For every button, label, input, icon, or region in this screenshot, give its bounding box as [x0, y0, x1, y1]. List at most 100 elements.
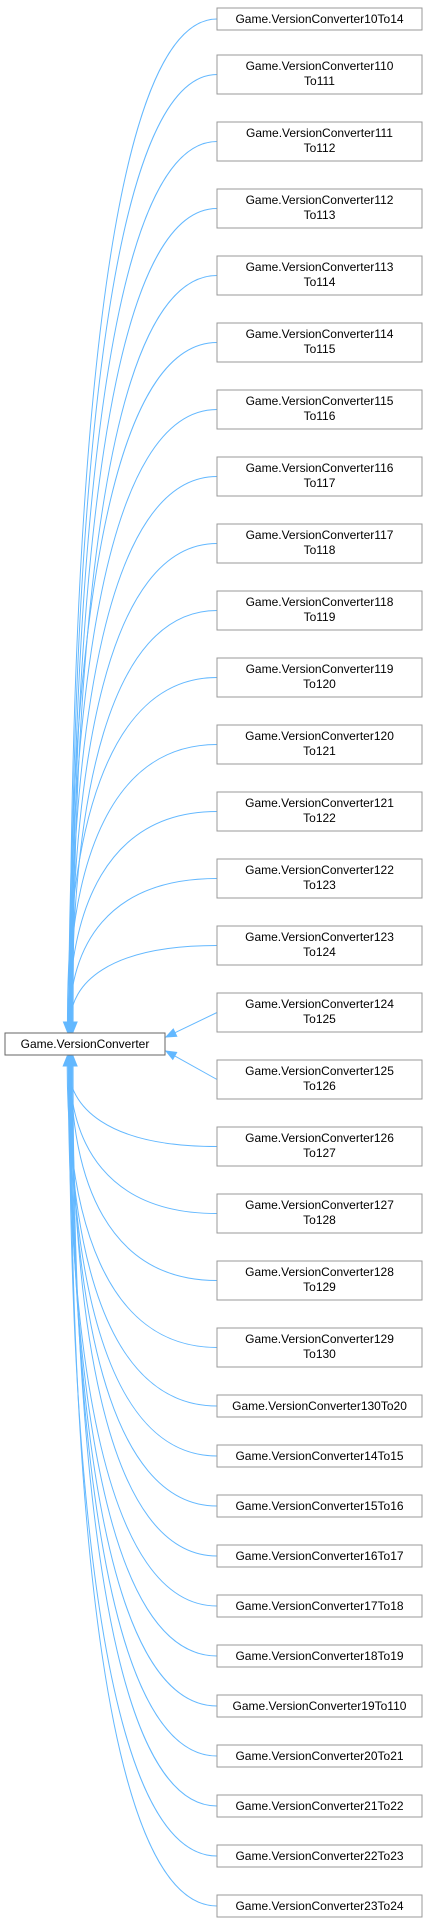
- derived-class-label: To123: [303, 878, 336, 892]
- derived-class-label: To113: [304, 208, 336, 222]
- derived-class-label: Game.VersionConverter126: [245, 1131, 394, 1145]
- derived-class-label: To126: [303, 1079, 336, 1093]
- derived-class-label: To118: [304, 543, 336, 557]
- derived-class-label: Game.VersionConverter21To22: [235, 1799, 403, 1813]
- derived-class-label: Game.VersionConverter118: [246, 595, 394, 609]
- derived-class-node[interactable]: Game.VersionConverter20To21: [216, 1744, 423, 1768]
- derived-class-node[interactable]: Game.VersionConverter130To20: [216, 1394, 423, 1418]
- inheritance-edge: [67, 1065, 218, 1407]
- inheritance-edge: [68, 1065, 218, 1857]
- derived-class-label: Game.VersionConverter23To24: [235, 1899, 403, 1913]
- inheritance-edge: [66, 677, 218, 1023]
- derived-class-label: Game.VersionConverter121: [245, 796, 394, 810]
- derived-class-label: To117: [304, 476, 336, 490]
- inheritance-edge: [67, 1065, 218, 1607]
- derived-class-label: Game.VersionConverter110: [246, 59, 394, 73]
- derived-class-label: Game.VersionConverter18To19: [235, 1649, 403, 1663]
- derived-class-node[interactable]: Game.VersionConverter19To110: [216, 1694, 423, 1718]
- derived-class-node[interactable]: Game.VersionConverter17To18: [216, 1594, 423, 1618]
- derived-class-label: To112: [304, 141, 336, 155]
- derived-class-node[interactable]: Game.VersionConverter22To23: [216, 1844, 423, 1868]
- inheritance-edge: [174, 1012, 218, 1034]
- arrowhead: [65, 1021, 76, 1034]
- derived-class-label: To119: [304, 610, 336, 624]
- derived-class-label: Game.VersionConverter112: [246, 193, 394, 207]
- derived-class-label: To128: [303, 1213, 336, 1227]
- derived-class-label: To130: [303, 1347, 336, 1361]
- inheritance-edge: [67, 1065, 218, 1147]
- derived-class-label: Game.VersionConverter22To23: [235, 1849, 403, 1863]
- derived-class-label: To114: [304, 275, 336, 289]
- derived-class-node[interactable]: Game.VersionConverter10To14: [216, 7, 423, 31]
- derived-class-label: To115: [304, 342, 336, 356]
- derived-class-node[interactable]: Game.VersionConverter23To24: [216, 1894, 423, 1918]
- derived-class-label: To111: [304, 74, 335, 88]
- derived-class-label: Game.VersionConverter128: [245, 1265, 394, 1279]
- inheritance-edge: [68, 342, 218, 1023]
- arrowhead: [65, 1054, 76, 1067]
- derived-class-label: Game.VersionConverter116: [246, 461, 394, 475]
- derived-class-label: To127: [303, 1146, 336, 1160]
- inheritance-edge: [71, 1065, 218, 1757]
- derived-class-node[interactable]: Game.VersionConverter14To15: [216, 1444, 423, 1468]
- inheritance-edge: [71, 610, 218, 1023]
- inheritance-edge: [71, 208, 218, 1023]
- derived-class-label: Game.VersionConverter129: [245, 1332, 394, 1346]
- inheritance-edge: [72, 1065, 218, 1807]
- derived-class-label: Game.VersionConverter10To14: [235, 12, 403, 26]
- derived-class-label: Game.VersionConverter120: [245, 729, 394, 743]
- inheritance-edge: [69, 476, 218, 1023]
- derived-class-label: Game.VersionConverter123: [245, 930, 394, 944]
- inheritance-edge: [69, 1065, 218, 1457]
- inheritance-edge: [70, 1065, 218, 1507]
- base-class-node[interactable]: Game.VersionConverter: [4, 1032, 166, 1056]
- inheritance-edge: [69, 18, 218, 1023]
- inheritance-edges: [62, 18, 218, 1907]
- derived-class-node[interactable]: Game.VersionConverter15To16: [216, 1494, 423, 1518]
- derived-class-label: Game.VersionConverter113: [246, 260, 394, 274]
- inheritance-edge: [174, 1055, 218, 1080]
- derived-class-node[interactable]: Game.VersionConverter21To22: [216, 1794, 423, 1818]
- derived-class-label: Game.VersionConverter127: [245, 1198, 394, 1212]
- inheritance-edge: [69, 409, 218, 1023]
- inheritance-edge: [69, 1065, 218, 1214]
- derived-class-label: Game.VersionConverter15To16: [235, 1499, 403, 1513]
- derived-class-label: Game.VersionConverter14To15: [235, 1449, 403, 1463]
- arrowhead: [164, 1028, 178, 1038]
- inheritance-edge: [72, 275, 218, 1023]
- derived-class-node[interactable]: Game.VersionConverter16To17: [216, 1544, 423, 1568]
- derived-class-nodes: Game.VersionConverter10To14Game.VersionC…: [216, 7, 423, 1918]
- derived-class-label: Game.VersionConverter124: [245, 997, 394, 1011]
- inheritance-edge: [66, 1065, 218, 1348]
- derived-class-label: To125: [303, 1012, 336, 1026]
- derived-class-label: Game.VersionConverter117: [246, 528, 394, 542]
- inheritance-edge: [69, 1065, 218, 1907]
- inheritance-edge: [70, 543, 218, 1023]
- derived-class-label: To122: [303, 811, 336, 825]
- arrowhead: [164, 1050, 178, 1061]
- derived-class-label: To129: [303, 1280, 336, 1294]
- derived-class-label: Game.VersionConverter125: [245, 1064, 394, 1078]
- derived-class-label: To121: [303, 744, 336, 758]
- derived-class-node[interactable]: Game.VersionConverter18To19: [216, 1644, 423, 1668]
